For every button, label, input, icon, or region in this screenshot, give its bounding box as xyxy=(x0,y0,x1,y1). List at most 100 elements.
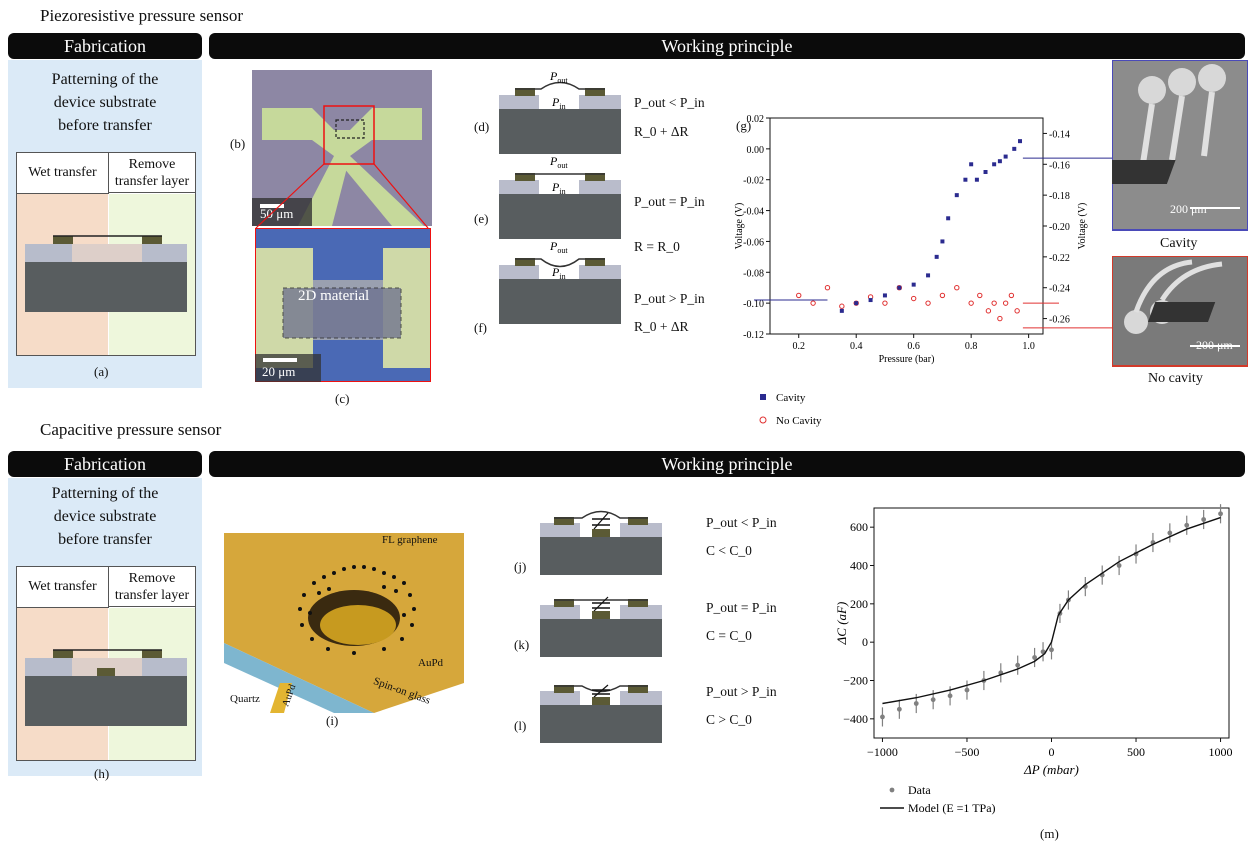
cap-section-title: Capacitive pressure sensor xyxy=(40,420,222,439)
data-point xyxy=(1032,655,1037,660)
eq-l-pressure: P_out > P_in xyxy=(706,684,777,699)
y2-tick-label: -0.24 xyxy=(1049,284,1070,295)
y-tick-label: 0 xyxy=(862,635,868,649)
data-point xyxy=(1184,522,1190,528)
schematic-k xyxy=(540,596,662,657)
y-tick-label: -0.04 xyxy=(743,207,764,218)
legend-cavity: Cavity xyxy=(776,392,806,404)
eq-d-pressure: P_out < P_in xyxy=(634,95,705,110)
y2-tick-label: -0.20 xyxy=(1049,222,1070,233)
data-point xyxy=(964,687,970,693)
eq-f-pressure: P_out > P_in xyxy=(634,291,705,306)
svg-text:Pout: Pout xyxy=(549,239,568,255)
legend-model: Model (E =1 TPa) xyxy=(908,801,996,815)
y-tick-label: 400 xyxy=(850,559,868,573)
fab-text-h: Patterning of the device substrate befor… xyxy=(51,485,159,548)
x-tick-label: 0.2 xyxy=(792,341,805,352)
data-point xyxy=(1201,517,1207,522)
x-tick-label: 1.0 xyxy=(1022,341,1035,352)
zoom-lines xyxy=(255,164,429,229)
cavity-point xyxy=(1018,139,1023,144)
cavity-point xyxy=(963,177,968,182)
svg-text:Pout: Pout xyxy=(549,154,568,170)
cavity-point xyxy=(911,282,916,287)
fabrication-header: Fabrication xyxy=(8,33,202,59)
cap-schematics xyxy=(540,510,662,743)
x-tick-label: 0.6 xyxy=(907,341,920,352)
data-point xyxy=(930,697,936,703)
y-tick-label: -0.12 xyxy=(743,330,764,341)
piezo-schematics: Pout Pin Pout Pin Pout Pin xyxy=(499,69,621,324)
no-cavity-point xyxy=(853,300,859,306)
chart-g: 0.020.00-0.02-0.04-0.06-0.08-0.10-0.12-0… xyxy=(734,114,1115,427)
fabrication-header-2: Fabrication xyxy=(8,451,202,477)
panel-label-g: (g) xyxy=(736,118,752,133)
data-point xyxy=(896,706,902,712)
x-tick-label: 0 xyxy=(1049,745,1055,759)
no-cavity-point xyxy=(939,292,946,299)
y-axis-label: ΔC (aF) xyxy=(836,602,849,646)
panel-label-c: (c) xyxy=(335,391,350,406)
cavity-point xyxy=(969,162,974,167)
panel-label-h: (h) xyxy=(94,766,110,781)
panel-label-k: (k) xyxy=(514,637,530,652)
cavity-point xyxy=(946,216,951,221)
y-tick-label: -0.02 xyxy=(743,176,764,187)
cavity-point xyxy=(992,162,997,167)
fabrication-panel-h: Patterning of the device substrate befor… xyxy=(8,478,202,781)
x-tick-label: 0.4 xyxy=(850,341,863,352)
x-tick-label: 0.8 xyxy=(965,341,978,352)
eq-j-pressure: P_out < P_in xyxy=(706,515,777,530)
y2-tick-label: -0.22 xyxy=(1049,253,1070,264)
data-point xyxy=(1218,511,1223,517)
cavity-point xyxy=(997,159,1002,164)
no-cavity-point xyxy=(882,300,888,306)
data-point xyxy=(947,693,953,699)
panel-label-e: (e) xyxy=(474,211,489,226)
y-tick-label: 600 xyxy=(850,520,868,534)
no-cavity-point xyxy=(968,300,974,306)
x-tick-label: 500 xyxy=(1127,745,1145,759)
material-label: 2D material xyxy=(298,288,370,304)
cavity-point xyxy=(839,308,844,313)
cavity-point xyxy=(926,273,931,278)
capacitive-cross-section-icon xyxy=(25,649,187,726)
y2-axis-label: Voltage (V) xyxy=(1077,203,1088,250)
no-cavity-point xyxy=(991,300,997,306)
panel-label-a: (a) xyxy=(94,364,109,379)
y-tick-label: -0.10 xyxy=(743,299,764,310)
scale-bar-b: 50 μm xyxy=(260,206,294,221)
y-tick-label: −200 xyxy=(843,674,868,688)
panel-label-m: (m) xyxy=(1040,826,1059,841)
x-axis-label: ΔP (mbar) xyxy=(1023,762,1079,777)
no-cavity-point xyxy=(810,300,816,306)
schematic-d xyxy=(499,81,621,154)
panel-label-l: (l) xyxy=(514,718,527,733)
y-tick-label: −400 xyxy=(843,712,868,726)
wet-transfer-label: Wet transfer xyxy=(17,153,109,194)
label-fl-graphene: FL graphene xyxy=(382,534,438,546)
panel-label-j: (j) xyxy=(514,559,527,574)
data-point xyxy=(1167,530,1173,536)
panel-label-d: (d) xyxy=(474,119,490,134)
no-cavity-point xyxy=(997,315,1003,322)
legend-nocavity: No Cavity xyxy=(776,415,822,427)
eq-e-resistance: R = R_0 xyxy=(634,239,680,254)
data-point xyxy=(1040,649,1046,655)
working-principle-header-2: Working principle xyxy=(209,451,1245,477)
no-cavity-point xyxy=(896,285,903,291)
no-cavity-point xyxy=(1002,300,1009,306)
cavity-point xyxy=(1012,146,1017,151)
data-point xyxy=(1015,662,1021,668)
schematic-j xyxy=(540,510,662,575)
y2-tick-label: -0.16 xyxy=(1049,160,1070,171)
panel-label-b: (b) xyxy=(230,136,246,151)
y-tick-label: 0.00 xyxy=(747,145,765,156)
sem-nocavity-label: No cavity xyxy=(1148,371,1203,386)
data-point xyxy=(913,701,919,706)
schematic-f xyxy=(499,258,621,324)
